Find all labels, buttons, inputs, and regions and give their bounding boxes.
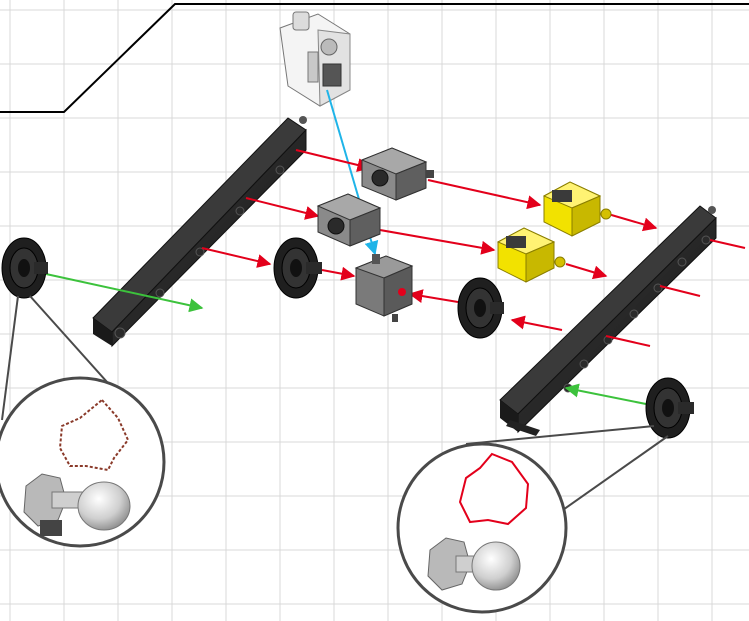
beam-red-5: [245, 197, 320, 220]
star-outline-icon: [458, 452, 530, 526]
knob-icon: [23, 473, 131, 536]
beam-red-10: [321, 266, 356, 281]
gear-right[interactable]: [645, 377, 694, 439]
rail-left[interactable]: [92, 116, 307, 348]
beam-red-6: [379, 229, 496, 255]
gray-block-middle[interactable]: [316, 193, 382, 247]
rail-right[interactable]: [499, 205, 717, 436]
beam-green-right: [564, 383, 647, 405]
beam-red-1: [295, 149, 372, 172]
gear-middle-right[interactable]: [457, 277, 504, 339]
boundary-line: [0, 3, 749, 113]
gray-block-top[interactable]: [360, 147, 434, 201]
beam-red-2: [427, 179, 542, 210]
beam-red-12: [510, 315, 563, 331]
beam-red-9: [201, 247, 272, 268]
beam-red-7: [565, 263, 608, 280]
yellow-block-top[interactable]: [542, 181, 612, 237]
gray-block-lower[interactable]: [354, 254, 414, 322]
beam-red-8: [659, 285, 701, 297]
laser-source[interactable]: [279, 11, 351, 107]
star-outline-icon: [58, 398, 130, 472]
gear-center[interactable]: [273, 237, 322, 299]
beam-green-left: [45, 273, 204, 313]
beam-red-11: [408, 289, 459, 303]
inset-right: [396, 442, 568, 614]
beam-red-3: [607, 213, 658, 232]
knob-icon: [427, 537, 521, 591]
beams: [45, 89, 746, 405]
inset-left: [0, 376, 166, 548]
beam-red-4: [709, 239, 746, 249]
gear-left[interactable]: [1, 237, 48, 299]
beam-red-13: [605, 335, 651, 347]
yellow-block-lower[interactable]: [496, 227, 566, 283]
